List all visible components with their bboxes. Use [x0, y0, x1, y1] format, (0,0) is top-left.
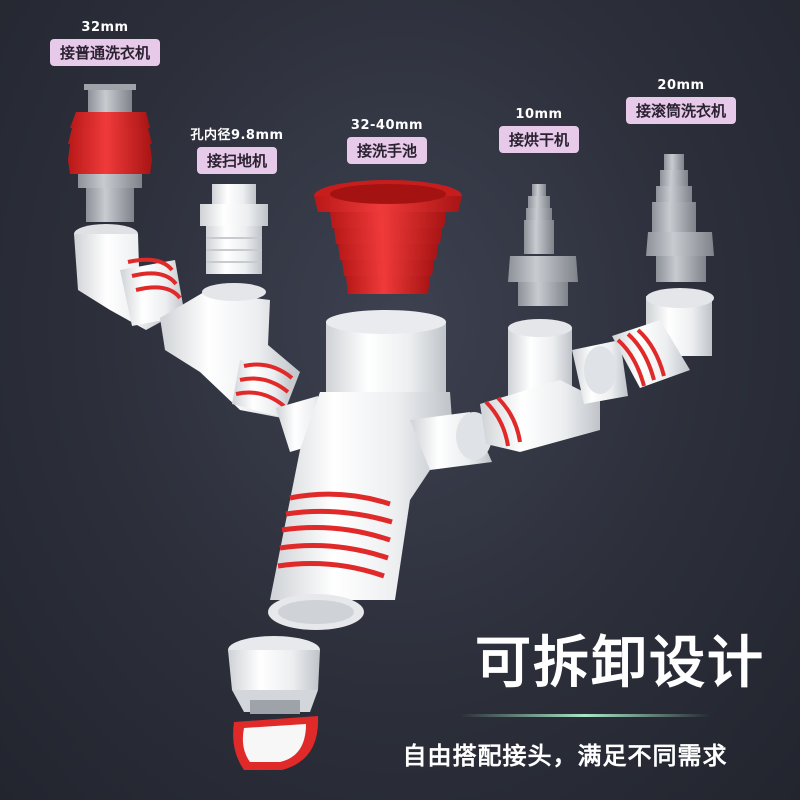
right-y-branch [480, 319, 628, 452]
left-y-branch [160, 283, 330, 452]
divider [460, 714, 710, 717]
label-pill: 接烘干机 [498, 126, 579, 153]
dryer-adapter-10mm [508, 184, 578, 306]
label-size: 孔内径9.8mm [190, 128, 284, 143]
right-elbow-fitting [612, 288, 714, 388]
label-20mm: 20mm 接滚筒洗衣机 [614, 78, 748, 124]
label-pill: 接洗手池 [346, 137, 427, 164]
label-pill: 接普通洗衣机 [49, 39, 160, 66]
label-size: 20mm [657, 78, 705, 93]
subline: 自由搭配接头，满足不同需求 [402, 742, 728, 770]
label-10mm: 10mm 接烘干机 [474, 107, 604, 153]
sweeper-adapter-9-8mm [200, 184, 268, 274]
left-elbow-fitting [74, 224, 185, 330]
front-loader-adapter-20mm [646, 154, 714, 282]
label-size: 32-40mm [350, 118, 424, 133]
label-32-40mm: 32-40mm 接洗手池 [322, 118, 452, 164]
washer-adapter-32mm [68, 84, 152, 222]
sink-adapter-32-40mm [314, 180, 462, 294]
main-y-body [268, 310, 492, 630]
label-size: 10mm [515, 107, 563, 122]
headline: 可拆卸设计 [475, 631, 765, 696]
label-size: 32mm [81, 20, 129, 35]
label-pill: 接滚筒洗衣机 [625, 97, 736, 124]
label-32mm: 32mm 接普通洗衣机 [40, 20, 170, 66]
label-pill: 接扫地机 [196, 147, 277, 174]
cleanout-cap [228, 636, 320, 770]
label-9-8mm: 孔内径9.8mm 接扫地机 [172, 124, 302, 174]
